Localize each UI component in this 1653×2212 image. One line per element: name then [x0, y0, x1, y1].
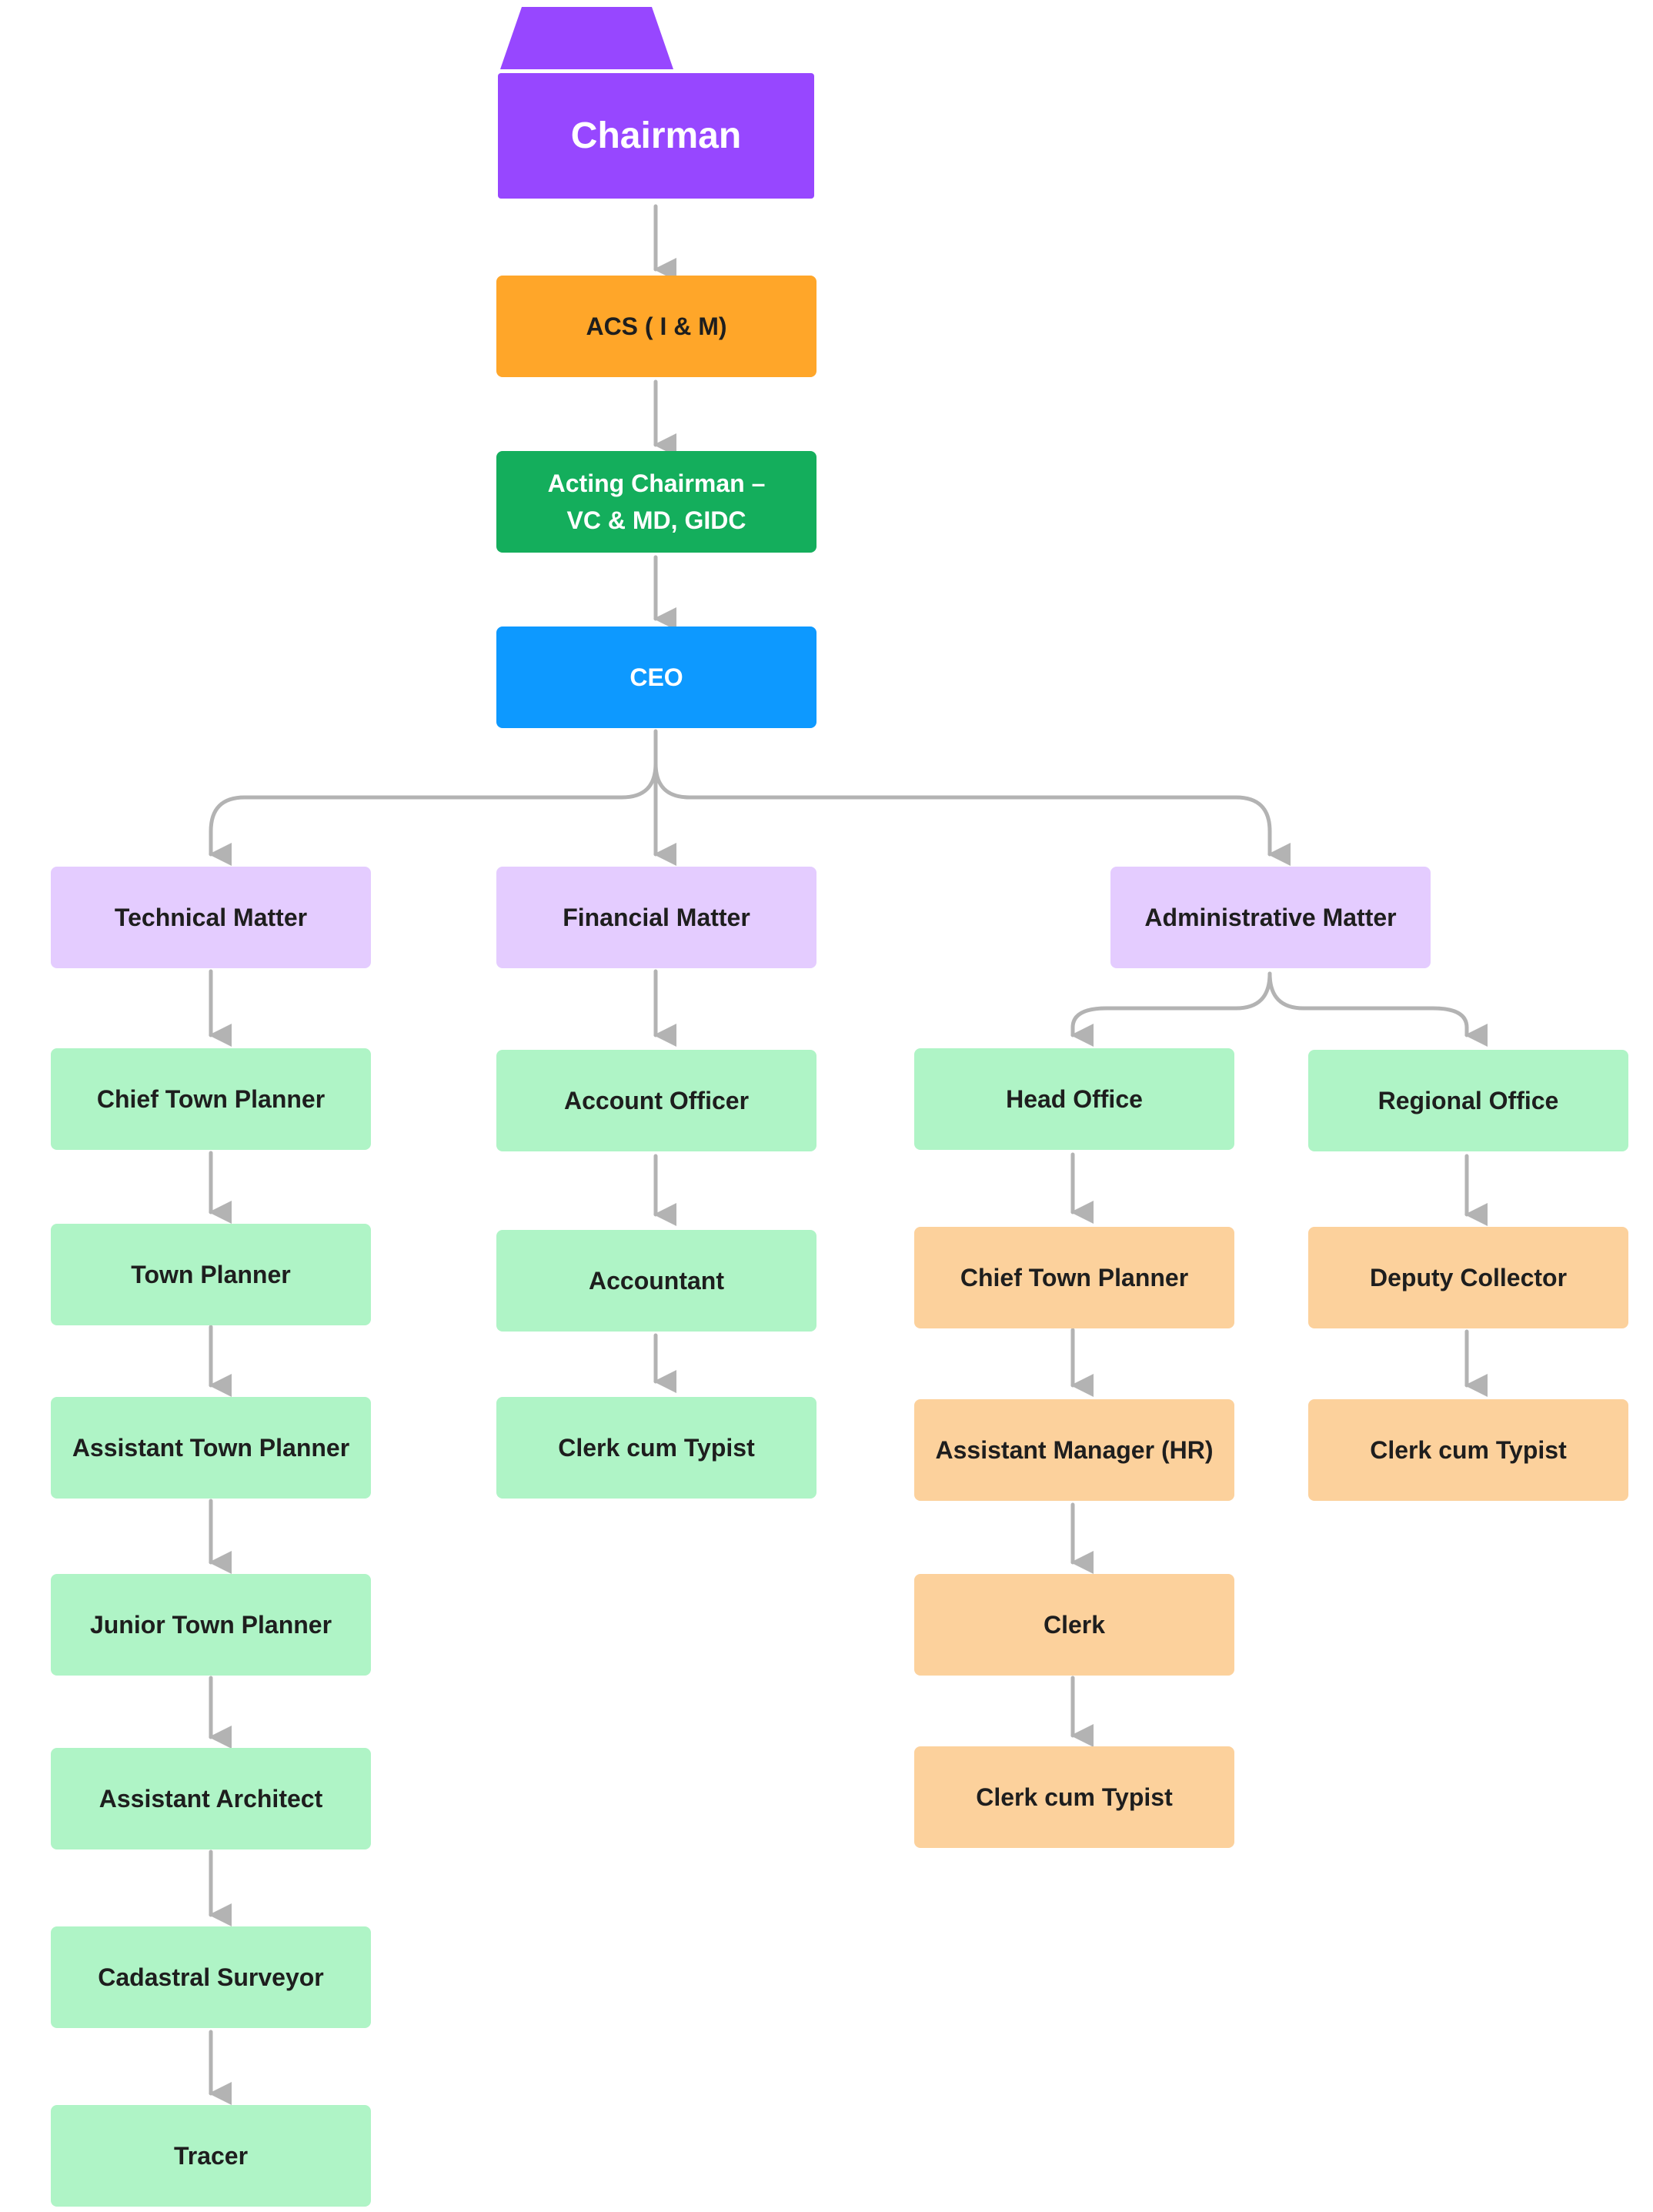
financial-matter-box: Financial Matter: [496, 867, 816, 968]
ho-clerk-cum-typist-box: Clerk cum Typist: [914, 1746, 1234, 1848]
technical-matter-box: Technical Matter: [51, 867, 371, 968]
fin-account-officer-box: Account Officer: [496, 1050, 816, 1151]
box-label: Chief Town Planner: [960, 1264, 1189, 1291]
box-label: Chief Town Planner: [96, 1085, 326, 1113]
tech-assistant-town-planner-box: Assistant Town Planner: [51, 1397, 371, 1499]
box-label: Accountant: [589, 1267, 724, 1295]
tech-cadastral-surveyor-box: Cadastral Surveyor: [51, 1926, 371, 2028]
box-label: Clerk cum Typist: [976, 1783, 1173, 1811]
acs-box: ACS ( I & M): [496, 276, 816, 377]
chairman-box: Chairman: [498, 73, 814, 199]
acting-chairman-line-1: Acting Chairman –: [547, 469, 766, 497]
acting-chairman-line-2: VC & MD, GIDC: [566, 506, 746, 534]
tech-junior-town-planner-box: Junior Town Planner: [51, 1574, 371, 1676]
connector-ceo-administrative: [653, 761, 1291, 866]
box-label: Account Officer: [563, 1087, 750, 1114]
box-label: Assistant Town Planner: [72, 1434, 350, 1462]
box-label: Assistant Architect: [99, 1785, 323, 1813]
administrative-matter-label: Administrative Matter: [1144, 904, 1397, 931]
box-label: Cadastral Surveyor: [98, 1963, 324, 1991]
tech-chief-town-planner-box: Chief Town Planner: [51, 1048, 371, 1150]
regional-office-label: Regional Office: [1378, 1087, 1559, 1114]
tech-tracer-box: Tracer: [51, 2105, 371, 2207]
box-label: Clerk cum Typist: [558, 1434, 755, 1462]
technical-matter-label: Technical Matter: [114, 904, 308, 931]
box-label: Deputy Collector: [1369, 1264, 1568, 1291]
connector-admin-regional: [1267, 971, 1488, 1047]
financial-matter-label: Financial Matter: [563, 904, 750, 931]
ho-clerk-box: Clerk: [914, 1574, 1234, 1676]
ho-chief-town-planner-box: Chief Town Planner: [914, 1227, 1234, 1328]
tech-assistant-architect-box: Assistant Architect: [51, 1748, 371, 1849]
ceo-box: CEO: [496, 627, 816, 728]
head-office-box: Head Office: [914, 1048, 1234, 1150]
regional-office-box: Regional Office: [1308, 1050, 1628, 1151]
box-label: Clerk cum Typist: [1370, 1436, 1567, 1464]
box-label: Tracer: [173, 2142, 249, 2170]
ro-clerk-cum-typist-box: Clerk cum Typist: [1308, 1399, 1628, 1501]
box-label: Junior Town Planner: [89, 1611, 332, 1639]
ro-deputy-collector-box: Deputy Collector: [1308, 1227, 1628, 1328]
connector-ceo-technical: [209, 761, 658, 866]
chairman-tab-decoration: [500, 7, 673, 69]
acs-label: ACS ( I & M): [586, 312, 727, 340]
connector-admin-head: [1070, 971, 1272, 1047]
administrative-matter-box: Administrative Matter: [1110, 867, 1431, 968]
box-label: Clerk: [1043, 1611, 1106, 1639]
fin-accountant-box: Accountant: [496, 1230, 816, 1332]
ceo-label: CEO: [629, 663, 683, 691]
box-label: Assistant Manager (HR): [935, 1436, 1214, 1464]
head-office-label: Head Office: [1006, 1085, 1143, 1113]
ho-assistant-manager-hr-box: Assistant Manager (HR): [914, 1399, 1234, 1501]
fin-clerk-cum-typist-box: Clerk cum Typist: [496, 1397, 816, 1499]
box-label: Town Planner: [131, 1261, 291, 1288]
acting-chairman-box: Acting Chairman – VC & MD, GIDC: [496, 451, 816, 553]
tech-town-planner-box: Town Planner: [51, 1224, 371, 1325]
chairman-label: Chairman: [570, 115, 742, 156]
